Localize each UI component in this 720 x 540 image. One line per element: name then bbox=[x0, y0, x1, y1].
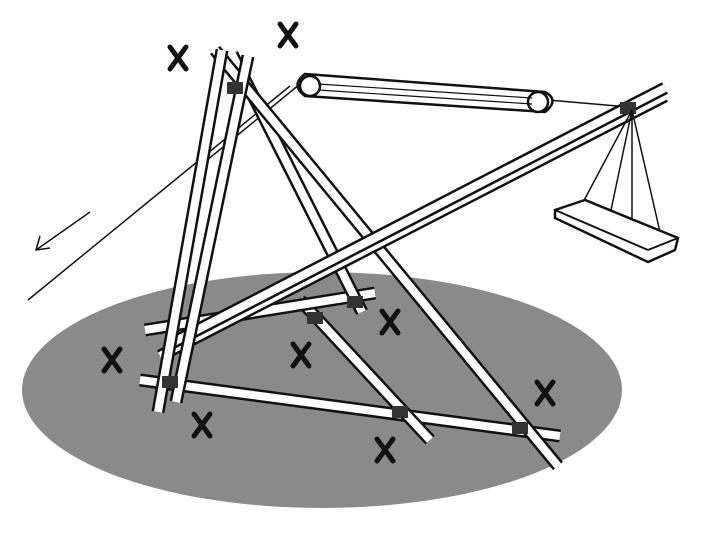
lashing-knot bbox=[512, 422, 528, 434]
x-mark-icon bbox=[191, 411, 213, 439]
x-mark-icon bbox=[379, 308, 401, 336]
x-mark-icon bbox=[290, 341, 312, 369]
lashing-knot bbox=[347, 296, 363, 308]
x-mark-icon bbox=[374, 436, 396, 464]
hanging-platform bbox=[553, 109, 680, 264]
lashing-knot bbox=[162, 376, 178, 388]
left-leg-pole-a bbox=[151, 48, 229, 414]
pulley-wheel-right bbox=[526, 90, 550, 114]
pulley-wheel-left bbox=[298, 74, 322, 98]
pull-rope-2 bbox=[194, 83, 301, 171]
lashing-knot bbox=[227, 82, 243, 94]
left-leg-pole-b bbox=[169, 54, 255, 404]
pull-direction-arrow-icon bbox=[34, 211, 91, 251]
lashing-knot bbox=[307, 312, 323, 324]
front-leg-pole bbox=[209, 45, 564, 471]
base-pole bbox=[139, 373, 561, 443]
x-mark-icon bbox=[534, 379, 556, 407]
x-mark-icon bbox=[277, 21, 299, 49]
x-mark-icon bbox=[167, 44, 189, 72]
lashing-knot bbox=[620, 102, 636, 114]
lever-beam-upper bbox=[167, 82, 668, 350]
pull-rope bbox=[27, 85, 291, 301]
pulley-block bbox=[296, 72, 554, 114]
lashing-knot bbox=[392, 406, 408, 418]
x-mark-icon bbox=[101, 346, 123, 374]
